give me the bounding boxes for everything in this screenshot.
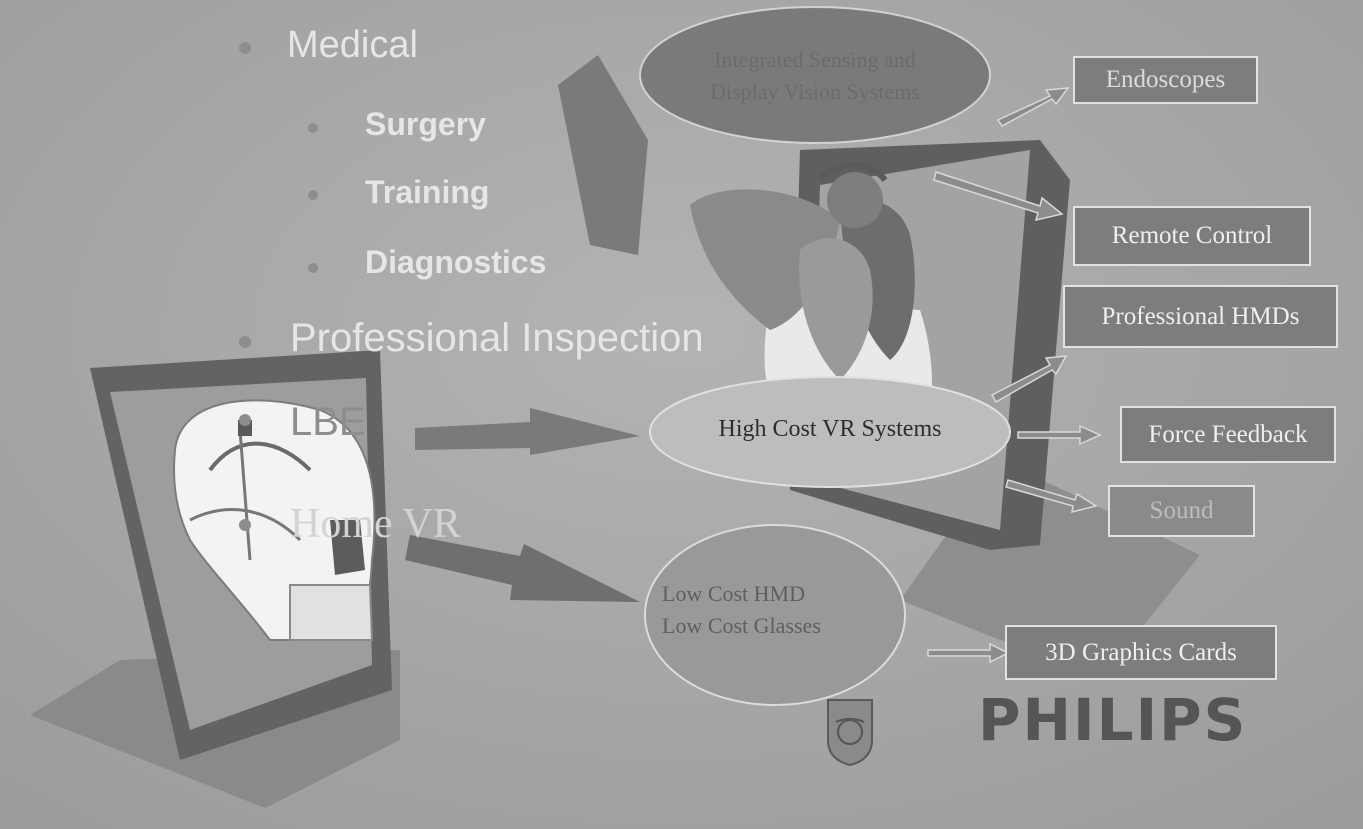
box-3d-graphics-cards: 3D Graphics Cards bbox=[1005, 625, 1277, 680]
top-oval-text: Integrated Sensing and Display Vision Sy… bbox=[660, 44, 970, 108]
high-cost-oval-label: High Cost VR Systems bbox=[660, 416, 1000, 443]
bullet-professional-inspection: Professional Inspection bbox=[290, 316, 704, 361]
bullet-surgery: Surgery bbox=[365, 106, 486, 143]
top-oval-line2: Display Vision Systems bbox=[660, 76, 970, 108]
bullet-dot-inspection bbox=[239, 336, 251, 348]
bullet-lbe: LBE bbox=[290, 400, 366, 445]
box-sound: Sound bbox=[1108, 485, 1255, 537]
box-force-feedback: Force Feedback bbox=[1120, 406, 1336, 463]
bullet-medical: Medical bbox=[287, 24, 418, 67]
bullet-home-vr: Home VR bbox=[290, 500, 461, 548]
bullet-dot-lbe bbox=[239, 414, 251, 426]
low-cost-oval-line1: Low Cost HMD bbox=[662, 578, 902, 610]
bullet-diagnostics: Diagnostics bbox=[365, 244, 546, 281]
box-endoscopes: Endoscopes bbox=[1073, 56, 1258, 104]
top-oval-line1: Integrated Sensing and bbox=[660, 44, 970, 76]
box-professional-hmds: Professional HMDs bbox=[1063, 285, 1338, 348]
low-cost-oval-line2: Low Cost Glasses bbox=[662, 610, 902, 642]
philips-logo: PHILIPS bbox=[978, 686, 1247, 754]
bullet-dot-training bbox=[308, 190, 318, 200]
bullet-dot-diagnostics bbox=[308, 263, 318, 273]
bullet-dot-medical bbox=[239, 42, 251, 54]
philips-shield-icon bbox=[828, 700, 872, 765]
bullet-dot-surgery bbox=[308, 123, 318, 133]
bullet-training: Training bbox=[365, 174, 489, 211]
bullet-dot-home-vr bbox=[239, 519, 251, 531]
low-cost-oval-text: Low Cost HMD Low Cost Glasses bbox=[648, 578, 902, 642]
box-remote-control: Remote Control bbox=[1073, 206, 1311, 266]
